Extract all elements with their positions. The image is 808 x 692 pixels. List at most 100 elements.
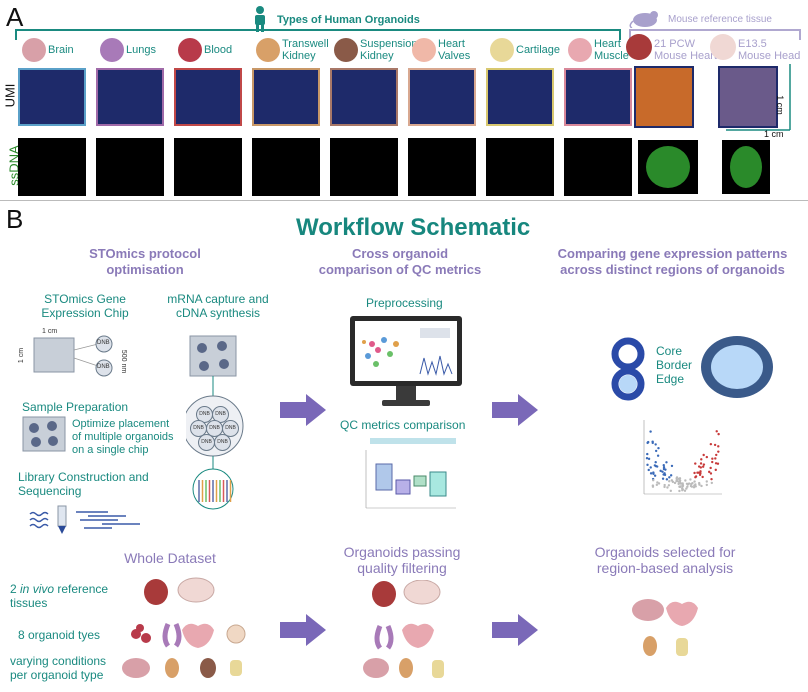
ssdna-tile	[18, 138, 86, 196]
volcano-point	[663, 473, 667, 477]
volcano-point	[694, 483, 697, 486]
volcano-point	[702, 453, 705, 457]
ref-italic: in vivo	[20, 582, 55, 596]
organoid-label: Lungs	[126, 44, 156, 56]
organoid-region-blob	[701, 336, 773, 398]
volcano-point	[656, 481, 659, 484]
volcano-point	[701, 465, 705, 468]
ssdna-tile	[638, 140, 698, 194]
volcano-point	[717, 450, 720, 453]
volcano-point	[708, 470, 711, 474]
tissue-fluorescence	[646, 146, 690, 188]
volcano-point	[697, 481, 701, 485]
chip-label: STOmics Gene Expression Chip	[41, 292, 129, 320]
volcano-point	[681, 488, 684, 491]
volcano-point	[656, 454, 660, 457]
volcano-point	[652, 472, 655, 476]
umi-tile	[18, 68, 86, 126]
volcano-point	[702, 463, 706, 466]
volcano-point	[717, 445, 720, 448]
volcano-point	[693, 480, 696, 483]
umi-tile	[634, 66, 694, 128]
volcano-point	[715, 453, 718, 457]
volcano-point	[709, 466, 712, 470]
ssdna-tile	[486, 138, 554, 196]
organoid-icon	[568, 38, 592, 62]
dnb-bead: DNB	[222, 420, 239, 437]
dnb-bead: DNB	[206, 420, 223, 437]
scale-label-vertical: 1 cm	[774, 95, 785, 115]
organoid-icon	[100, 38, 124, 62]
optimize-text: Optimize placement of multiple organoids…	[72, 418, 174, 456]
volcano-point	[651, 485, 655, 488]
organoid-icon	[334, 38, 358, 62]
volcano-point	[709, 442, 713, 446]
ssdna-tile	[174, 138, 242, 196]
organoids-header: Types of Human Organoids	[274, 14, 423, 26]
volcano-point	[678, 489, 681, 493]
volcano-point	[714, 457, 717, 460]
dnb-bead: DNB	[198, 434, 215, 451]
col1-heading: STOmics protocol optimisation	[89, 246, 201, 277]
whole-dataset-label: Whole Dataset	[124, 550, 216, 566]
volcano-point	[663, 485, 666, 489]
boxplot-graphic	[365, 438, 456, 509]
organoid-bracket	[15, 29, 801, 40]
passing-icons	[363, 580, 444, 678]
umi-tile	[330, 68, 398, 126]
organoid-label: Suspension Kidney	[360, 38, 418, 62]
arrow-right-icon	[492, 614, 538, 646]
person-icon	[255, 6, 265, 32]
passing-label: Organoids passing quality filtering	[343, 544, 461, 576]
volcano-point	[668, 476, 671, 479]
ssdna-tile	[722, 140, 770, 194]
volcano-point	[694, 462, 697, 465]
volcano-point	[649, 430, 652, 433]
organoid-label: Brain	[48, 44, 74, 56]
volcano-point	[647, 457, 651, 461]
volcano-point	[662, 464, 665, 467]
volcano-point	[675, 476, 679, 479]
mouse-label: 21 PCW Mouse Heart	[654, 38, 717, 62]
volcano-point	[646, 463, 649, 467]
preprocessing-label: Preprocessing	[366, 296, 443, 310]
organoid-label: Transwell Kidney	[282, 38, 329, 62]
volcano-point	[668, 480, 671, 483]
organoid-label: Heart Muscle	[594, 38, 629, 62]
panel-b-letter: B	[6, 204, 24, 234]
ssdna-tile	[330, 138, 398, 196]
volcano-point	[655, 465, 659, 468]
volcano-point	[677, 482, 680, 486]
col2-heading: Cross organoid comparison of QC metrics	[318, 246, 482, 277]
region-symbol	[611, 337, 645, 401]
organoid-icon	[178, 38, 202, 62]
volcano-point	[714, 462, 718, 465]
chip-dim-left: 1 cm	[18, 347, 26, 364]
sample-chip	[22, 416, 66, 452]
umi-row-label: UMI	[2, 83, 18, 108]
volcano-point	[681, 485, 684, 488]
volcano-point	[655, 483, 659, 487]
dnb-label-1: DNB	[97, 340, 110, 346]
volcano-point	[685, 487, 688, 490]
region-edge: Edge	[656, 372, 685, 386]
volcano-point	[652, 479, 655, 482]
organoid-icon	[412, 38, 436, 62]
volcano-point	[699, 472, 702, 475]
volcano-point	[700, 484, 703, 488]
chip-diagram	[33, 335, 113, 377]
ref-suffix: reference tissues	[10, 582, 109, 610]
volcano-point	[699, 470, 702, 473]
volcano-point	[710, 477, 713, 481]
volcano-point	[663, 483, 666, 487]
umi-tile	[408, 68, 476, 126]
volcano-point	[670, 479, 674, 482]
volcano-point	[705, 455, 709, 459]
volcano-point	[649, 466, 652, 469]
volcano-point	[691, 482, 694, 485]
panel-divider	[0, 200, 808, 201]
volcano-point	[699, 462, 703, 465]
volcano-point	[669, 489, 673, 493]
organoid-label: Heart Valves	[438, 38, 471, 62]
barcode-strands	[198, 480, 232, 502]
